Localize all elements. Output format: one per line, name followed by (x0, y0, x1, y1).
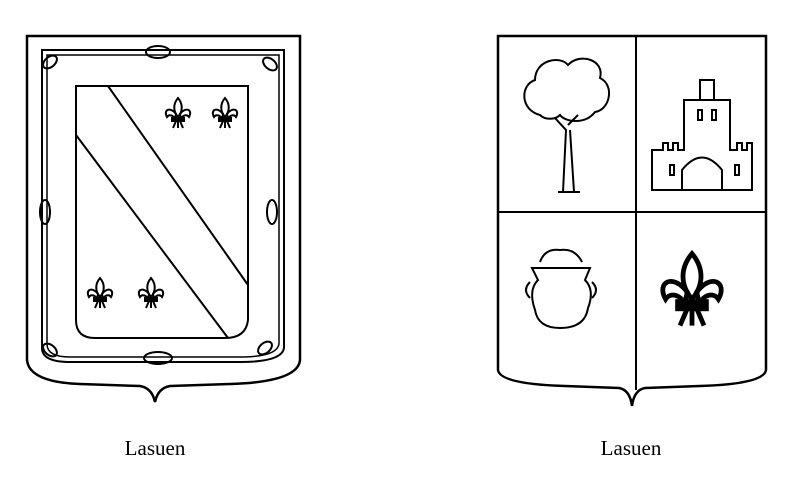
right-shield-outline (496, 34, 768, 407)
tree-icon (523, 57, 610, 193)
left-shield-caption: Lasuen (124, 436, 186, 460)
right-shield (496, 34, 768, 407)
fleur-de-lis-icon (164, 97, 192, 129)
left-shield-outline (25, 34, 302, 403)
fleur-de-lis-icon (86, 277, 114, 309)
right-shield-caption: Lasuen (600, 436, 662, 460)
chain-border (41, 49, 285, 363)
inner-shield (75, 85, 249, 339)
bend-stripe (75, 85, 249, 339)
castle-icon (651, 79, 753, 191)
left-shield (25, 34, 302, 403)
fleur-de-lis-icon (663, 254, 721, 326)
cauldron-icon (525, 248, 597, 330)
chain-links (39, 45, 278, 365)
fleur-de-lis-icon (137, 277, 165, 309)
fleur-de-lis-icon (211, 97, 239, 129)
